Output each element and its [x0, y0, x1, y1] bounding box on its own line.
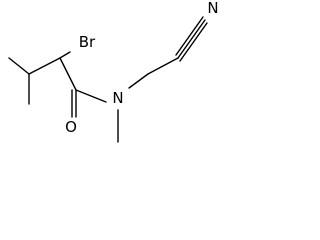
bond-chain-ch2 [147, 57, 179, 75]
chemical-structure: Br O N N [8, 0, 219, 143]
bond-nitrile-triple-b [179, 22, 208, 62]
atom-oxygen-label: O [65, 118, 77, 136]
bond-alpha-carbonyl [59, 57, 77, 91]
bond-nitrile-triple-a [177, 19, 206, 59]
atom-nitrile-nitrogen-label: N [207, 0, 218, 17]
atom-nitrogen-label: N [112, 89, 123, 107]
bond-methyl-top [8, 57, 30, 75]
bond-nitrogen-chain [128, 73, 149, 89]
bond-isopropyl-alpha [28, 57, 61, 75]
bond-alpha-bromine [59, 51, 71, 59]
bond-carbonyl-nitrogen [75, 89, 107, 103]
atom-bromine-label: Br [79, 33, 96, 51]
bond-nitrile-triple-c [175, 16, 204, 56]
